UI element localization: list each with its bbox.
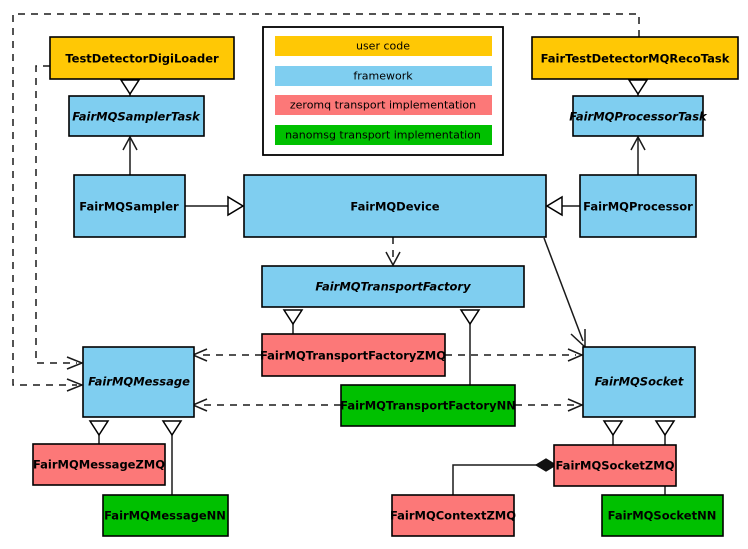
edge-factoryzmq-to-socket <box>445 348 584 362</box>
node-testdetectordigiloader[interactable]: TestDetectorDigiLoader <box>49 36 235 80</box>
node-label-fairmqsocket: FairMQSocket <box>595 375 684 389</box>
legend-item-nanomsg: nanomsg transport implementation <box>275 125 492 145</box>
edge-factorynn-to-factory <box>459 309 481 385</box>
legend-item-user-code: user code <box>275 36 492 56</box>
node-fairmqcontextzmq[interactable]: FairMQContextZMQ <box>390 494 516 537</box>
node-fairmqprocessor[interactable]: FairMQProcessor <box>579 174 697 238</box>
node-fairmqtransportfactoryzmq[interactable]: FairMQTransportFactoryZMQ <box>260 333 446 377</box>
node-label-fairmqtransportfactory: FairMQTransportFactory <box>315 280 471 294</box>
edge-sampler-to-device <box>185 195 245 217</box>
edge-messagenn-to-message <box>161 420 183 495</box>
legend-swatch-framework <box>275 66 492 86</box>
node-fairmqmessagezmq[interactable]: FairMQMessageZMQ <box>32 443 166 486</box>
node-fairmqsocketnn[interactable]: FairMQSocketNN <box>601 494 724 537</box>
node-fairmqsocket[interactable]: FairMQSocket <box>582 346 696 418</box>
legend-label-framework: framework <box>353 70 413 83</box>
node-label-fairmqtransportfactoryzmq: FairMQTransportFactoryZMQ <box>260 349 446 363</box>
edge-samplertask-to-digiloader <box>119 79 141 96</box>
legend-label-zeromq: zeromq transport implementation <box>290 99 476 112</box>
node-fairmqtransportfactory[interactable]: FairMQTransportFactory <box>261 265 525 308</box>
node-label-fairmqtransportfactorynn: FairMQTransportFactoryNN <box>340 399 516 413</box>
node-label-testdetectordigiloader: TestDetectorDigiLoader <box>65 52 219 66</box>
legend-swatch-nanomsg <box>275 125 492 145</box>
node-fairtestdetectormqrecotask[interactable]: FairTestDetectorMQRecoTask <box>531 36 739 80</box>
edge-sampler-to-samplertask <box>122 135 138 175</box>
node-fairmqsocketzmq[interactable]: FairMQSocketZMQ <box>553 444 677 487</box>
node-label-fairmqdevice: FairMQDevice <box>350 200 439 214</box>
legend-panel: user code framework zeromq transport imp… <box>262 26 504 156</box>
node-label-fairmqsocketzmq: FairMQSocketZMQ <box>556 459 675 473</box>
node-fairmqprocessortask[interactable]: FairMQProcessorTask <box>569 95 708 137</box>
edge-digiloader-to-message <box>35 65 85 370</box>
node-label-fairmqprocessor: FairMQProcessor <box>583 200 693 214</box>
edge-processortask-to-recotask <box>627 79 649 96</box>
legend-swatch-user-code <box>275 36 492 56</box>
node-label-fairmqmessage: FairMQMessage <box>88 375 190 389</box>
edge-factorynn-to-socket <box>515 398 584 412</box>
node-fairmqsampler[interactable]: FairMQSampler <box>73 174 186 238</box>
node-label-fairmqsampler: FairMQSampler <box>79 200 179 214</box>
node-label-fairmqprocessortask: FairMQProcessorTask <box>569 110 708 124</box>
edge-factorynn-to-message <box>191 398 341 412</box>
node-label-fairmqmessagenn: FairMQMessageNN <box>104 509 226 523</box>
edge-factoryzmq-to-message <box>191 348 262 362</box>
edge-contextzmq-to-socketzmq <box>452 458 558 495</box>
edge-processor-to-device <box>545 195 580 217</box>
edge-socketzmq-to-socket <box>602 420 624 445</box>
legend-label-nanomsg: nanomsg transport implementation <box>285 129 481 142</box>
legend-item-framework: framework <box>275 66 492 86</box>
node-layer: TestDetectorDigiLoader FairMQSamplerTask… <box>32 36 739 537</box>
node-fairmqtransportfactorynn[interactable]: FairMQTransportFactoryNN <box>340 384 516 427</box>
node-label-fairtestdetectormqrecotask: FairTestDetectorMQRecoTask <box>541 52 730 66</box>
edge-factoryzmq-to-factory <box>282 309 304 334</box>
legend-item-zeromq: zeromq transport implementation <box>275 95 492 115</box>
edge-device-to-socket <box>543 237 586 349</box>
node-fairmqmessagenn[interactable]: FairMQMessageNN <box>102 494 229 537</box>
edge-messagezmq-to-message <box>88 420 110 444</box>
edge-recotask-to-message <box>12 13 640 392</box>
legend-label-user-code: user code <box>356 40 410 53</box>
edge-device-to-transportfactory <box>385 237 401 267</box>
node-fairmqmessage[interactable]: FairMQMessage <box>82 346 195 418</box>
node-label-fairmqmessagezmq: FairMQMessageZMQ <box>33 458 165 472</box>
edge-processor-to-processortask <box>630 135 646 175</box>
legend-swatch-zeromq <box>275 95 492 115</box>
node-fairmqsamplertask[interactable]: FairMQSamplerTask <box>68 95 205 137</box>
node-label-fairmqsamplertask: FairMQSamplerTask <box>72 110 201 124</box>
node-label-fairmqcontextzmq: FairMQContextZMQ <box>390 509 516 523</box>
node-fairmqdevice[interactable]: FairMQDevice <box>243 174 547 238</box>
node-label-fairmqsocketnn: FairMQSocketNN <box>608 509 717 523</box>
